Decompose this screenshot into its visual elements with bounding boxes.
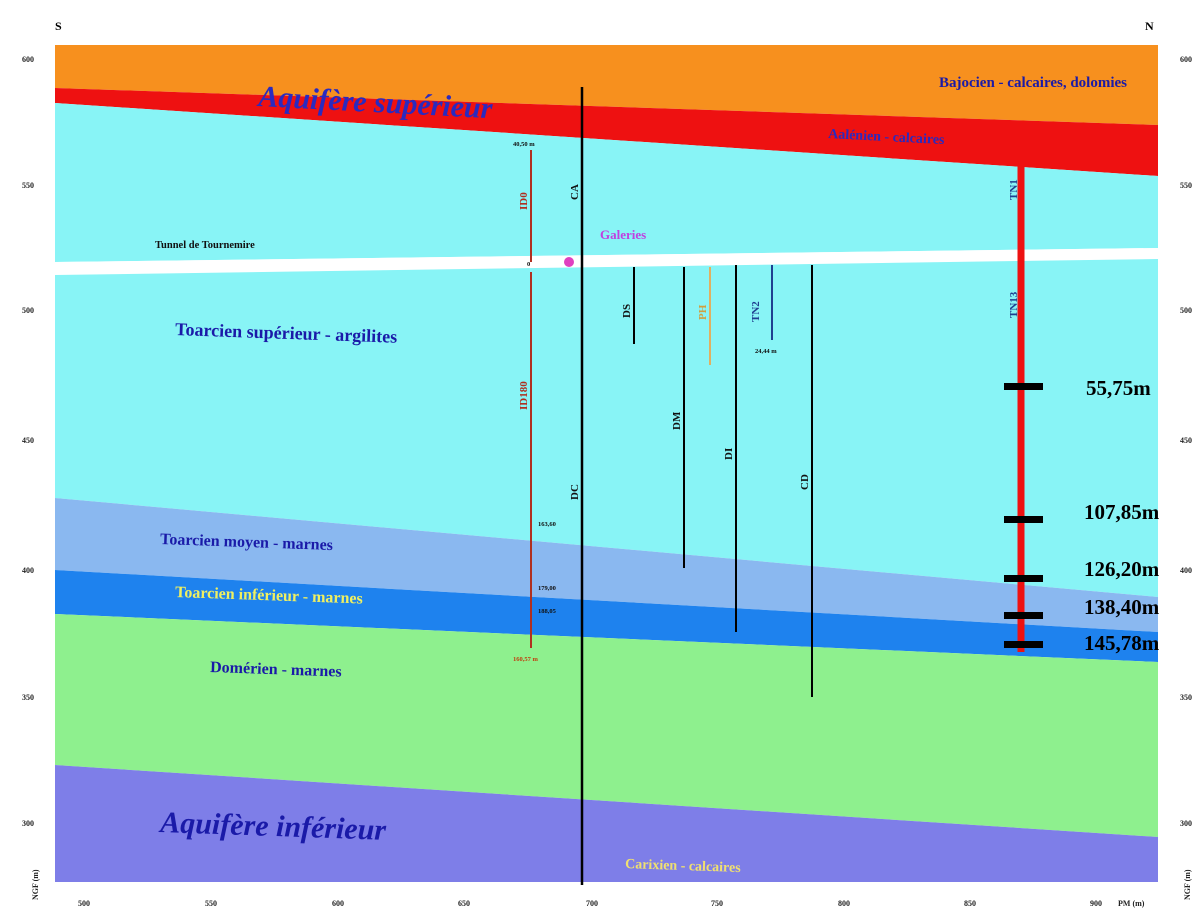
borehole-label-id180: ID180 — [518, 381, 530, 410]
gallery-marker — [564, 257, 574, 267]
annotation-id0-top: 40,50 m — [513, 141, 535, 148]
depth-tick — [1004, 516, 1043, 523]
depth-label: 145,78m — [1084, 631, 1160, 655]
x-tick: 600 — [332, 899, 344, 908]
layer-aalenien — [55, 88, 1158, 176]
depth-label: 138,40m — [1084, 595, 1160, 619]
tunnel-band — [55, 248, 1158, 275]
x-tick: 500 — [78, 899, 90, 908]
y-tick-right: 500 — [1180, 306, 1192, 315]
depth-tick — [1004, 575, 1043, 582]
annotation-188: 188,05 — [538, 608, 557, 615]
x-axis-title: PM (m) — [1118, 899, 1145, 908]
tn1-depth-ticks — [1004, 383, 1043, 648]
y-tick-left: 350 — [22, 693, 34, 702]
annotation-163: 163,60 — [538, 521, 556, 528]
y-tick-left: 550 — [22, 181, 34, 190]
y-tick-right: 400 — [1180, 566, 1192, 575]
right-y-ticks: 600 550 500 450 400 350 300 — [1180, 55, 1192, 828]
depth-label: 107,85m — [1084, 500, 1160, 524]
layer-toarcien-inf — [55, 570, 1158, 662]
x-tick: 550 — [205, 899, 217, 908]
annotation-id180-bottom: 160,57 m — [513, 656, 539, 663]
layer-carixien — [55, 765, 1158, 882]
borehole-label-ph: PH — [697, 304, 709, 320]
layer-bajocien — [55, 45, 1158, 125]
borehole-label-tn13: TN13 — [1008, 291, 1020, 318]
label-toarcien-inferieur: Toarcien inférieur - marnes — [175, 584, 363, 608]
borehole-label-cd: CD — [799, 474, 811, 490]
x-axis-ticks: 500 550 600 650 700 750 800 850 900 — [78, 899, 1102, 908]
label-carixien: Carixien - calcaires — [625, 857, 742, 876]
y-tick-right: 600 — [1180, 55, 1192, 64]
layer-toarcien-sup — [55, 259, 1158, 597]
boreholes — [530, 87, 1025, 885]
label-domerien: Domérien - marnes — [210, 659, 342, 681]
depth-label: 126,20m — [1084, 557, 1160, 581]
label-tunnel: Tunnel de Tournemire — [155, 240, 255, 251]
x-tick: 650 — [458, 899, 470, 908]
annotation-tn2-depth: 24,44 m — [755, 348, 777, 355]
north-marker: N — [1145, 19, 1154, 33]
borehole-label-ca: CA — [569, 184, 581, 200]
south-marker: S — [55, 19, 62, 33]
annotation-id0-zero: 0 — [527, 261, 530, 268]
y-tick-left: 450 — [22, 436, 34, 445]
depth-tick — [1004, 612, 1043, 619]
depth-tick — [1004, 641, 1043, 648]
y-tick-right: 350 — [1180, 693, 1192, 702]
borehole-label-tn1: TN1 — [1008, 179, 1020, 200]
y-tick-left: 300 — [22, 819, 34, 828]
label-aalenien: Aalénien - calcaires — [828, 127, 946, 148]
x-tick: 800 — [838, 899, 850, 908]
depth-tick — [1004, 383, 1043, 390]
label-galeries: Galeries — [600, 227, 646, 242]
strata — [55, 45, 1158, 882]
borehole-label-tn2: TN2 — [750, 301, 762, 322]
layer-domerien — [55, 614, 1158, 837]
label-bajocien: Bajocien - calcaires, dolomies — [939, 75, 1127, 91]
x-tick: 850 — [964, 899, 976, 908]
y-tick-left: 600 — [22, 55, 34, 64]
y-axis-title-right: NGF (m) — [1183, 869, 1192, 900]
left-y-ticks: 600 550 500 450 400 350 300 — [22, 55, 34, 828]
x-tick: 700 — [586, 899, 598, 908]
y-axis-title: NGF (m) — [31, 869, 40, 900]
x-tick: 750 — [711, 899, 723, 908]
borehole-label-id0: ID0 — [518, 192, 530, 210]
y-tick-left: 400 — [22, 566, 34, 575]
label-toarcien-moyen: Toarcien moyen - marnes — [160, 531, 333, 554]
borehole-label-di: DI — [723, 448, 735, 460]
layer-toarcien-sup-upper — [55, 103, 1158, 262]
label-aquifere-inferieur: Aquifère inférieur — [158, 806, 387, 847]
y-tick-right: 550 — [1180, 181, 1192, 190]
annotation-179: 179,00 — [538, 585, 556, 592]
borehole-label-dc: DC — [569, 484, 581, 500]
layer-toarcien-moyen — [55, 498, 1158, 632]
y-tick-right: 300 — [1180, 819, 1192, 828]
depth-label: 55,75m — [1086, 376, 1151, 400]
y-tick-right: 450 — [1180, 436, 1192, 445]
borehole-label-dm: DM — [671, 411, 683, 430]
y-tick-left: 500 — [22, 306, 34, 315]
x-tick: 900 — [1090, 899, 1102, 908]
borehole-label-ds: DS — [621, 304, 633, 318]
